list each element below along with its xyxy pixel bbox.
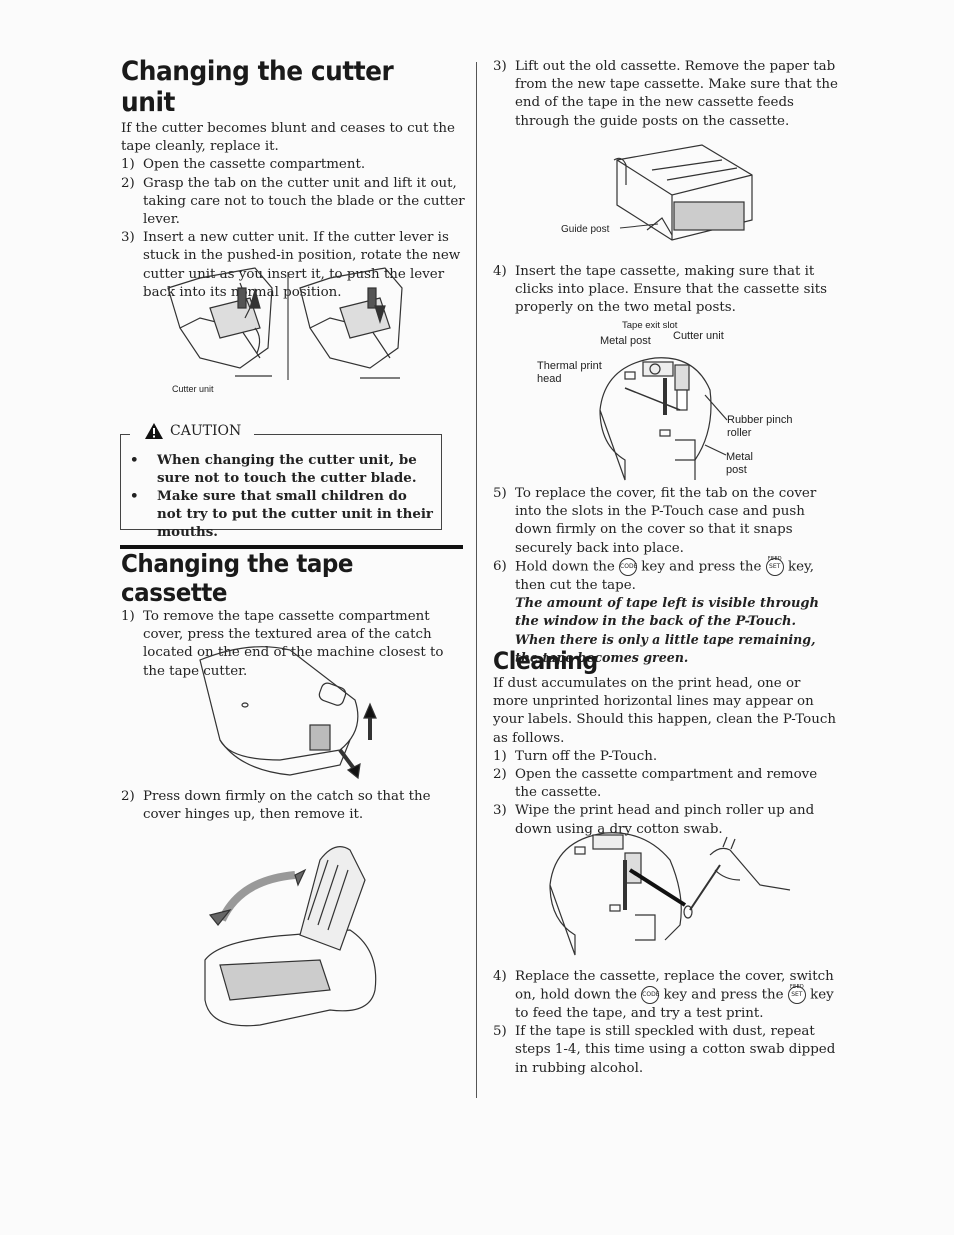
tape-title: Changing the tape cassette	[121, 549, 354, 607]
cutter-title: Changing the cutter unit	[121, 56, 394, 118]
metal-post-label: Metal post	[600, 335, 651, 347]
right-mid-steps: 5)To replace the cover, fit the tab on t…	[493, 485, 838, 668]
tape-note-2: When there is only a little tape remaini…	[515, 632, 816, 666]
cutter-unit-label: Cutter unit	[172, 384, 214, 394]
right-top-steps: 3)Lift out the old cassette. Remove the …	[493, 58, 838, 131]
caution-top-line-right	[254, 434, 441, 435]
print-head-illustration	[599, 357, 728, 481]
set-key-icon-2: SET	[787, 986, 806, 1005]
column-divider	[476, 62, 477, 1098]
tape-title-rule	[120, 545, 463, 549]
cleaning-step-4: 4) Replace the cassette, replace the cov…	[493, 969, 834, 1021]
caution-heading: CAUTION	[170, 423, 242, 439]
tape-step-5: 5)To replace the cover, fit the tab on t…	[493, 486, 817, 556]
tape-step-3: 3)Lift out the old cassette. Remove the …	[493, 59, 838, 129]
caution-bullet-2: •Make sure that small children do not tr…	[130, 488, 433, 540]
tape-exit-label: Tape exit slot	[622, 320, 678, 331]
set-key-icon: SET	[765, 557, 784, 576]
caution-bullets: •When changing the cutter unit, be sure …	[130, 451, 435, 541]
cleaning-step-2: 2)Open the cassette compartment and remo…	[493, 767, 818, 801]
tape-step-4: 4)Insert the tape cassette, making sure …	[493, 264, 827, 316]
guide-post-label: Guide post	[561, 224, 610, 235]
cutter-intro: If the cutter becomes blunt and ceases t…	[121, 121, 455, 155]
feed-key-caption-2: FEED	[789, 984, 805, 991]
tape-step-4-block: 4)Insert the tape cassette, making sure …	[493, 263, 838, 318]
tape-step-6: 6) Hold down the CODE key and press the …	[493, 556, 838, 595]
metal-post-label-2: Metal post	[726, 451, 753, 476]
cutter-step-1: 1)Open the cassette compartment.	[121, 157, 366, 173]
rubber-roller-label: Rubber pinch roller	[727, 414, 793, 439]
cutter-step-2: 2)Grasp the tab on the cutter unit and l…	[121, 175, 465, 228]
tape-step-2-block: 2)Press down firmly on the catch so that…	[121, 788, 466, 824]
cleaning-step-5: 5)If the tape is still speckled with dus…	[493, 1024, 836, 1076]
cutter-unit-illustration	[167, 267, 403, 380]
cutter-unit-label-2: Cutter unit	[673, 330, 724, 342]
thermal-head-label: Thermal print head	[537, 360, 602, 385]
cleaning-step-1: 1)Turn off the P-Touch.	[493, 748, 658, 764]
feed-key-caption: FEED	[767, 555, 782, 562]
cleaning-title: Cleaning	[493, 647, 598, 675]
warning-triangle-icon	[145, 423, 163, 439]
caution-bullet-1: •When changing the cutter unit, be sure …	[130, 452, 417, 486]
cleaning-illustration	[549, 832, 791, 956]
open-cover-illustration	[204, 846, 377, 1027]
guide-post-leader	[619, 223, 659, 229]
caution-header: CAUTION	[144, 422, 241, 440]
tape-section: Changing the tape cassette 1)To remove t…	[121, 549, 466, 681]
cleaning-intro: If dust accumulates on the print head, o…	[493, 676, 836, 746]
cleaning-step-3: 3)Wipe the print head and pinch roller u…	[493, 803, 815, 837]
cassette-illustration	[613, 144, 753, 241]
code-key-icon-2: CODE	[641, 986, 660, 1005]
tape-step-2: 2)Press down firmly on the catch so that…	[121, 789, 431, 823]
caution-box	[120, 434, 442, 530]
tape-note-1: The amount of tape left is visible throu…	[515, 595, 819, 629]
caution-top-line	[120, 434, 130, 435]
catch-illustration	[199, 646, 377, 780]
code-key-icon: CODE	[619, 557, 637, 576]
cleaning-section: Cleaning If dust accumulates on the prin…	[493, 647, 838, 839]
cleaning-steps-bottom: 4) Replace the cassette, replace the cov…	[493, 968, 838, 1078]
